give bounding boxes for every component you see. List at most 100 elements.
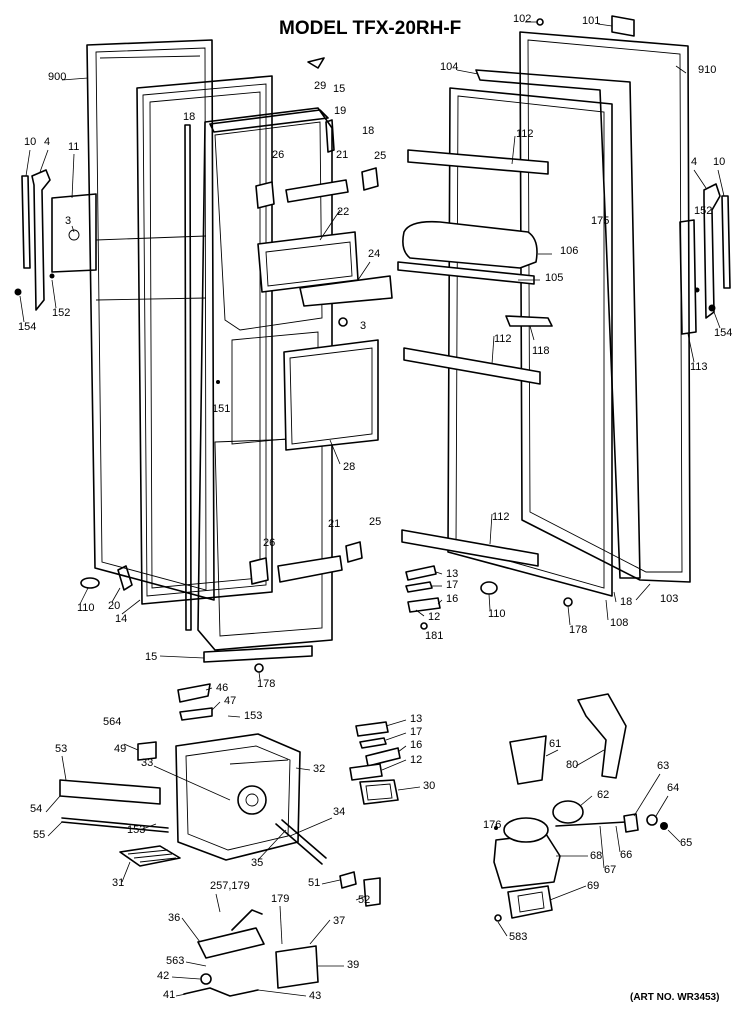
screw-583: [494, 914, 502, 922]
callout-41: 41: [163, 989, 175, 1001]
callout-10: 10: [713, 156, 725, 168]
thermostat-knob-29: [307, 57, 325, 69]
callout-3: 3: [65, 215, 71, 227]
dairy-shelf-105: [397, 261, 535, 285]
shelf-clip-26-upper: [255, 181, 275, 209]
callout-43: 43: [309, 990, 321, 1002]
callout-67: 67: [604, 864, 616, 876]
fresh-food-liner: [447, 87, 613, 597]
callout-17: 17: [446, 579, 458, 591]
callout-49: 49: [114, 743, 126, 755]
callout-110: 110: [488, 608, 506, 620]
screw-154-right: [708, 304, 716, 312]
left-hinge-4: [31, 169, 51, 311]
switch-49: [137, 741, 157, 761]
callout-15: 15: [333, 83, 345, 95]
callout-106: 106: [560, 245, 578, 257]
leader-lines: [19, 21, 725, 997]
model-title: MODEL TFX-20RH-F: [279, 18, 461, 39]
callout-28: 28: [343, 461, 355, 473]
callout-108: 108: [610, 617, 628, 629]
callout-26: 26: [263, 537, 275, 549]
shelf-rail-21-lower: [277, 555, 343, 583]
callout-153: 153: [127, 824, 145, 836]
callout-21: 21: [328, 518, 340, 530]
right-hinge-bracket-113: [679, 219, 697, 335]
grille-31: [119, 845, 181, 867]
callout-65: 65: [680, 837, 692, 849]
callout-154: 154: [714, 327, 732, 339]
ice-maker-housing-32: [175, 733, 301, 861]
callout-18: 18: [362, 125, 374, 137]
callout-31: 31: [112, 877, 124, 889]
callout-105: 105: [545, 272, 563, 284]
callout-154: 154: [18, 321, 36, 333]
callout-47: 47: [224, 695, 236, 707]
screw-151: [216, 380, 220, 384]
freezer-hinge-bracket-11: [51, 193, 97, 273]
callout-101: 101: [582, 15, 600, 27]
clamp-42: [200, 973, 212, 985]
callout-152: 152: [694, 205, 712, 217]
callout-900: 900: [48, 71, 66, 83]
callout-103: 103: [660, 593, 678, 605]
actuator-69: [507, 885, 553, 919]
callout-112: 112: [492, 511, 510, 523]
callout-112: 112: [516, 128, 534, 140]
callout-36: 36: [168, 912, 180, 924]
shelf-clip-26-lower: [249, 557, 269, 585]
callout-13: 13: [410, 713, 422, 725]
guide-46: [177, 683, 211, 703]
adjuster-20: [117, 565, 133, 591]
cord-41: [183, 987, 259, 997]
callout-151: 151: [212, 403, 230, 415]
door-shelf-112-middle: [403, 347, 541, 385]
callout-112: 112: [494, 333, 512, 345]
callout-39: 39: [347, 959, 359, 971]
callout-179: 179: [271, 893, 289, 905]
gasket-30: [359, 779, 399, 805]
dispenser-housing-68: [493, 817, 561, 889]
fresh-food-door-outer-910: [519, 31, 691, 583]
callout-19: 19: [334, 105, 346, 117]
callout-3: 3: [360, 320, 366, 332]
callout-42: 42: [157, 970, 169, 982]
washer-64: [646, 814, 658, 826]
hinge-parts-12-13-16-17-bottom: [349, 721, 401, 781]
callout-46: 46: [216, 682, 228, 694]
callout-37: 37: [333, 915, 345, 927]
callout-11: 11: [68, 141, 79, 153]
callout-178: 178: [257, 678, 275, 690]
cabinet-bottom-trim-15: [203, 645, 313, 663]
callout-18: 18: [183, 111, 195, 123]
screw-181: [420, 622, 428, 630]
callout-55: 55: [33, 829, 45, 841]
callout-52: 52: [358, 894, 370, 906]
callout-53: 53: [55, 743, 67, 755]
callout-22: 22: [337, 206, 349, 218]
screw-154-left: [14, 288, 22, 296]
trim-strip-55: [61, 817, 169, 833]
fill-tube-35: [275, 819, 327, 865]
shelf-support-24: [299, 275, 393, 307]
callout-17: 17: [410, 726, 422, 738]
callout-181: 181: [425, 630, 443, 642]
art-number: (ART NO. WR3453): [630, 992, 719, 1003]
callout-20: 20: [108, 600, 120, 612]
right-hinge-bar-10: [721, 195, 731, 289]
hinge-parts-12-13-16-17-top: [405, 565, 441, 613]
screw-152-left: [49, 273, 55, 279]
bracket-25-lower: [345, 541, 363, 563]
door-gasket-strip-18: [184, 124, 192, 631]
callout-33: 33: [141, 757, 153, 769]
foot-110-left: [80, 577, 100, 589]
left-hinge-bar-10: [21, 175, 31, 269]
callout-10: 10: [24, 136, 36, 148]
callout-30: 30: [423, 780, 435, 792]
foot-110-right: [480, 581, 498, 595]
door-shelf-112-bottom: [401, 529, 539, 567]
callout-21: 21: [336, 149, 348, 161]
cam-63: [623, 813, 639, 833]
callout-54: 54: [30, 803, 42, 815]
